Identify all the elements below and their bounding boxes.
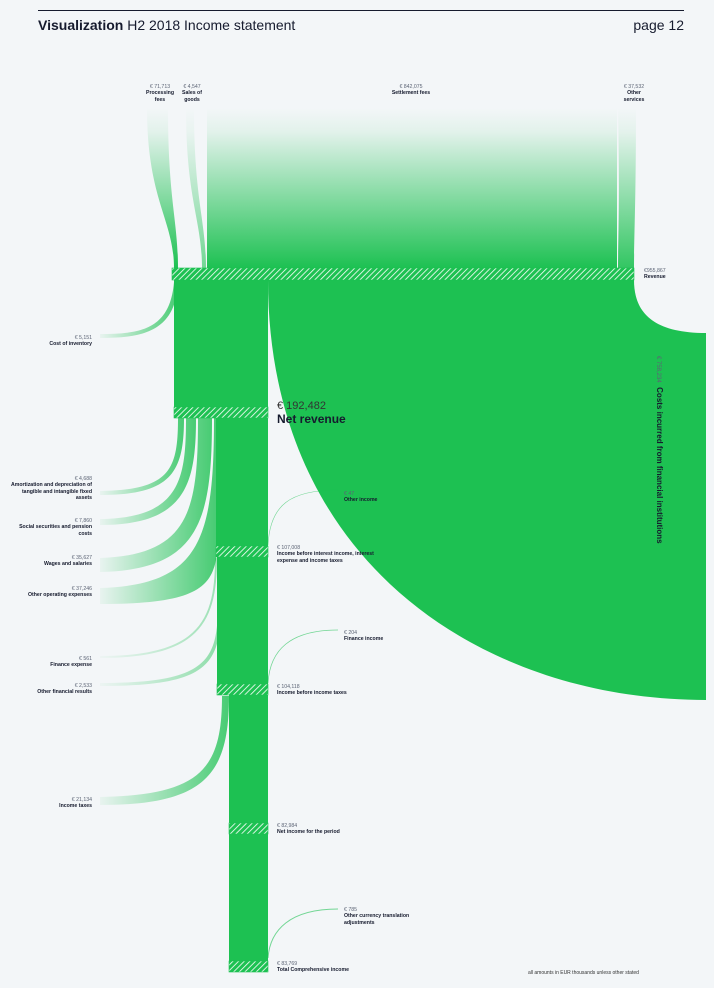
- page-number: page 12: [633, 17, 684, 33]
- node-net-income: [228, 822, 269, 835]
- label-finance-income: € 204 Finance income: [344, 630, 384, 643]
- label-net-revenue: € 192,482 Net revenue: [277, 400, 346, 426]
- flow-income-taxes: [100, 696, 229, 805]
- label-ebt: € 104,118 Income before income taxes: [277, 684, 347, 697]
- flow-processing-fees: [147, 108, 178, 268]
- trunk-ebit: [217, 557, 268, 684]
- flow-other-income: [267, 489, 339, 546]
- flow-cost-inventory: [100, 282, 178, 338]
- label-net-income: € 82,984 Net income for the period: [277, 823, 340, 836]
- label-other-services: € 37,532 Other services: [623, 84, 645, 103]
- flow-amortization: [100, 418, 184, 495]
- label-costs-financial: € 758,234 Costs incurred from financial …: [655, 356, 664, 544]
- label-finance-expense: € 561 Finance expense: [50, 656, 92, 669]
- label-other-income: € 47 Other income: [344, 491, 378, 504]
- flow-finance-income: [267, 629, 339, 684]
- node-revenue: [171, 267, 635, 281]
- label-income-taxes: € 21,134 Income taxes: [59, 797, 92, 810]
- page-header: Visualization H2 2018 Income statement p…: [38, 10, 684, 39]
- flow-other-financial: [100, 600, 221, 686]
- page-title: Visualization H2 2018 Income statement: [38, 17, 296, 33]
- footnote: all amounts in EUR thousands unless othe…: [528, 970, 639, 976]
- label-other-opex: € 37,246 Other operating expenses: [28, 586, 92, 599]
- flow-social-securities: [100, 418, 196, 525]
- label-sales-of-goods: € 4,547 Sales of goods: [182, 84, 202, 103]
- node-total: [228, 960, 269, 973]
- flow-costs-financial: [268, 280, 706, 700]
- trunk-net-revenue: [216, 418, 268, 546]
- flow-sales-of-goods: [186, 108, 206, 268]
- trunk-ebt: [229, 695, 268, 823]
- label-total: € 83,769 Total Comprehensive income: [277, 961, 349, 974]
- node-ebit: [215, 545, 269, 558]
- label-ebit: € 107,008 Income before interest income,…: [277, 545, 374, 564]
- label-other-financial: € 2,533 Other financial results: [37, 683, 92, 696]
- label-processing-fees: € 71,713 Processing fees: [146, 84, 174, 103]
- flow-currency-adj: [267, 908, 339, 959]
- trunk-revenue: [174, 280, 268, 407]
- label-settlement-fees: € 842,075 Settlement fees: [391, 84, 431, 97]
- label-revenue: €955,867 Revenue: [644, 268, 666, 281]
- label-amortization: € 4,688 Amortization and depreciation of…: [11, 476, 92, 502]
- node-net-revenue: [173, 406, 269, 419]
- node-ebt: [216, 683, 269, 696]
- flow-wages: [100, 418, 212, 572]
- flow-other-services: [618, 108, 636, 268]
- label-currency-adj: € 785 Other currency translation adjustm…: [344, 907, 410, 926]
- label-wages: € 35,627 Wages and salaries: [44, 555, 92, 568]
- flow-settlement-fees: [207, 108, 617, 268]
- label-cost-inventory: € 5,151 Cost of inventory: [49, 335, 92, 348]
- trunk-net-income: [229, 834, 268, 961]
- label-social-securities: € 7,860 Social securities and pension co…: [19, 518, 92, 537]
